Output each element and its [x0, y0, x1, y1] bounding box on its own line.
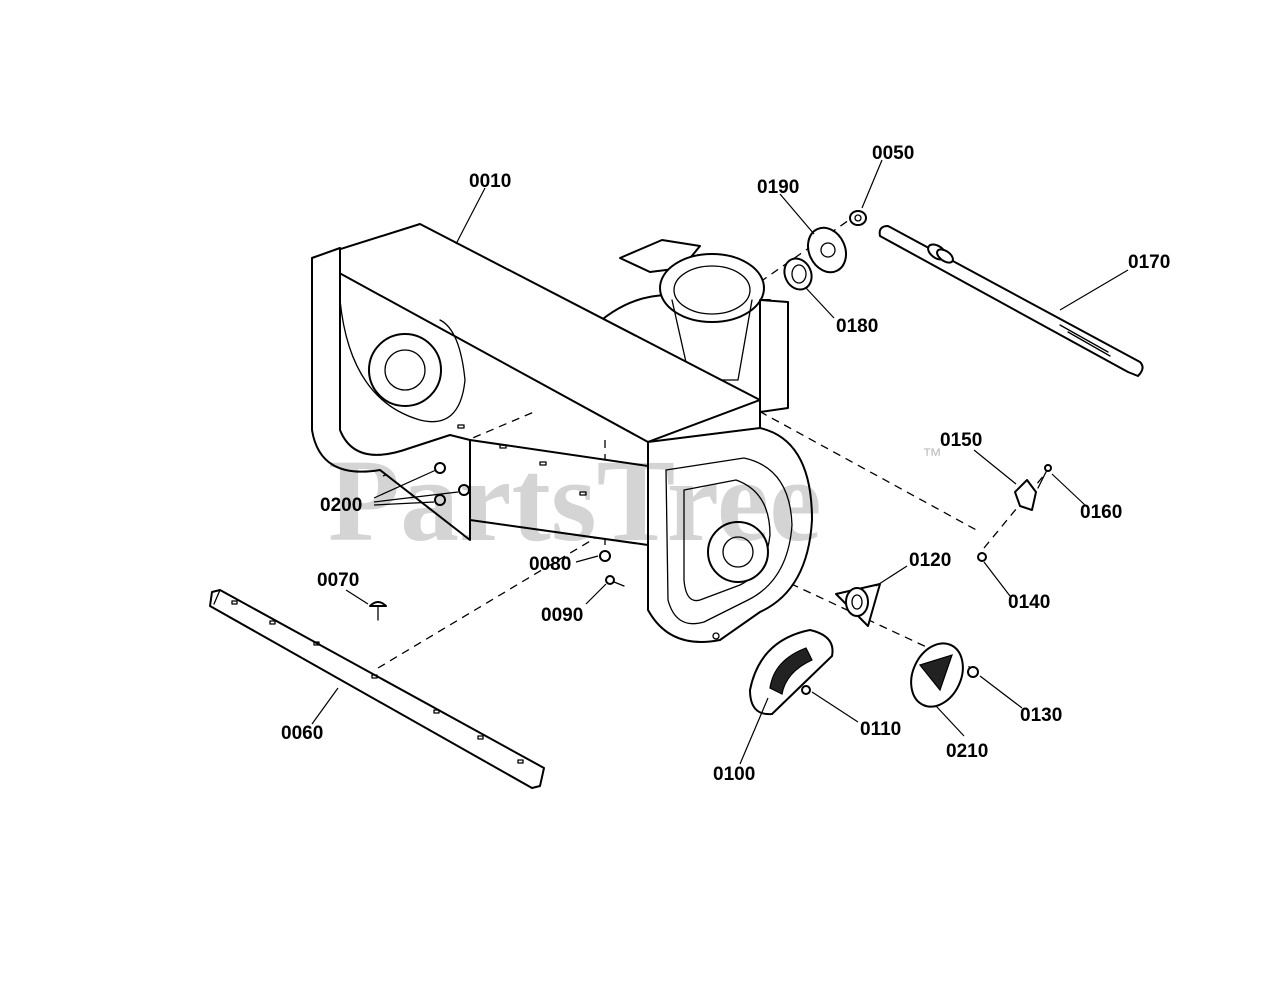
- nut-0110-part[interactable]: [801, 685, 811, 695]
- bearing-0180-part[interactable]: [779, 254, 816, 294]
- bracket-0150-part[interactable]: [1014, 479, 1037, 511]
- callout-0210[interactable]: 0210: [946, 741, 988, 762]
- callout-0130[interactable]: 0130: [1020, 705, 1062, 726]
- leader-lines: [311, 159, 1129, 765]
- auger-shaft-part[interactable]: [878, 225, 1144, 377]
- cover-0210-part[interactable]: [901, 635, 972, 715]
- watermark: PartsTree ™: [328, 435, 942, 566]
- callout-0080[interactable]: 0080: [529, 554, 571, 575]
- callout-0100[interactable]: 0100: [713, 764, 755, 785]
- callout-0050[interactable]: 0050: [872, 143, 914, 164]
- callout-0070[interactable]: 0070: [317, 570, 359, 591]
- callout-0180[interactable]: 0180: [836, 316, 878, 337]
- bushing-0120-part[interactable]: [835, 583, 881, 627]
- callout-0010[interactable]: 0010: [469, 171, 511, 192]
- screw-0160-part[interactable]: [1037, 464, 1052, 489]
- callout-0140[interactable]: 0140: [1008, 592, 1050, 613]
- washer-0080-part[interactable]: [599, 550, 611, 562]
- callout-0150[interactable]: 0150: [940, 430, 982, 451]
- trademark-symbol: ™: [922, 445, 942, 467]
- callout-0200[interactable]: 0200: [320, 495, 362, 516]
- skid-shoe-0100-part[interactable]: [749, 629, 834, 716]
- callout-0110[interactable]: 0110: [860, 719, 901, 740]
- flange-0190-part[interactable]: [801, 222, 853, 279]
- callout-0160[interactable]: 0160: [1080, 502, 1122, 523]
- nut-0140-part[interactable]: [977, 552, 987, 562]
- carriage-bolts-0200-part[interactable]: [434, 462, 470, 506]
- nut-0050-part[interactable]: [849, 210, 867, 226]
- callout-labels: 0010 0050 0060 0070 0080 0090 0100 0110 …: [281, 143, 1170, 785]
- callout-0170[interactable]: 0170: [1128, 252, 1170, 273]
- callout-0120[interactable]: 0120: [909, 550, 951, 571]
- callout-0060[interactable]: 0060: [281, 723, 323, 744]
- scraper-bar-0060-part[interactable]: [209, 589, 545, 789]
- carriage-bolt-0070-part[interactable]: [369, 601, 387, 621]
- auger-housing-part[interactable]: [311, 223, 813, 643]
- watermark-text: PartsTree: [328, 435, 822, 566]
- bolt-0090-part[interactable]: [605, 575, 625, 587]
- callout-0190[interactable]: 0190: [757, 177, 799, 198]
- callout-0090[interactable]: 0090: [541, 605, 583, 626]
- bolt-0130-part[interactable]: [967, 666, 979, 678]
